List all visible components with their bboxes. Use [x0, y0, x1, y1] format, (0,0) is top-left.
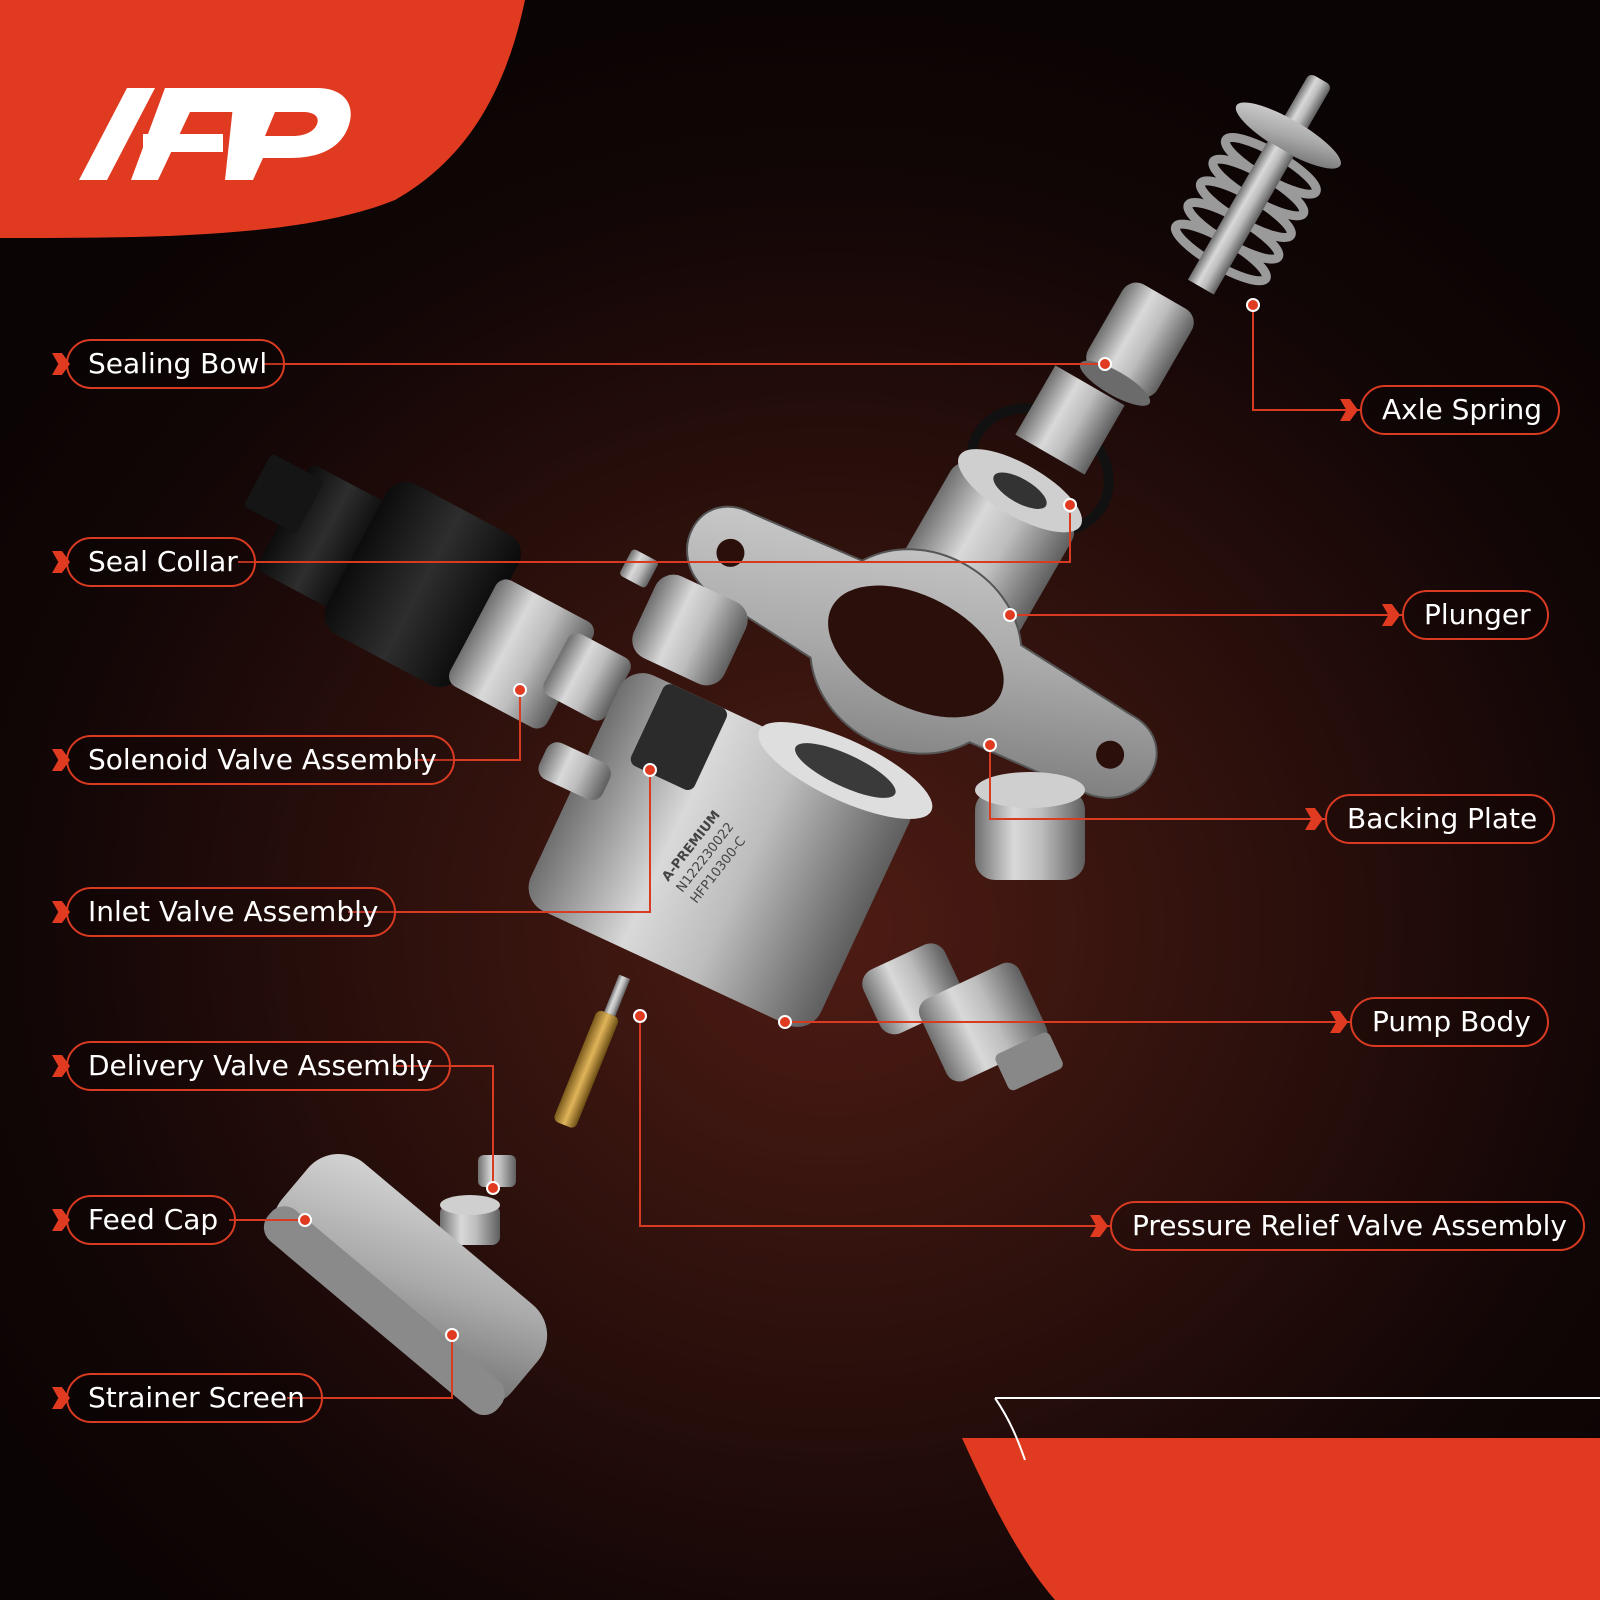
sealing-bowl-part — [1079, 282, 1194, 406]
label-backing-plate: Backing Plate — [1325, 794, 1556, 844]
seal-collar-part — [1015, 365, 1125, 475]
label-feed-cap: Feed Cap — [66, 1195, 237, 1245]
backing-plate-bushing — [975, 772, 1085, 880]
label-solenoid-valve-assembly: Solenoid Valve Assembly — [66, 735, 455, 785]
label-sealing-bowl: Sealing Bowl — [66, 339, 286, 389]
label-pressure-relief-valve-assembly: Pressure Relief Valve Assembly — [1110, 1201, 1585, 1251]
solenoid-connector — [543, 549, 658, 721]
bottom-right-outline — [994, 1397, 1600, 1461]
delivery-valve-part — [554, 974, 631, 1128]
feed-cap-small — [440, 1195, 500, 1245]
leader-lines — [229, 310, 1402, 1399]
label-strainer-screen: Strainer Screen — [66, 1373, 323, 1423]
label-plunger: Plunger — [1402, 590, 1549, 640]
axle-spring-part — [1170, 74, 1341, 295]
strainer-screen-part — [263, 1153, 548, 1416]
bushing-left — [632, 574, 748, 686]
brand-logo-icon — [79, 88, 351, 180]
leader-dots — [298, 298, 1260, 1342]
pressure-relief-valve-part — [862, 943, 1063, 1091]
label-seal-collar: Seal Collar — [66, 537, 256, 587]
label-pump-body: Pump Body — [1350, 997, 1549, 1047]
pump-body-part — [528, 673, 933, 1027]
delivery-valve-cup — [478, 1155, 516, 1187]
label-axle-spring: Axle Spring — [1360, 385, 1560, 435]
bottom-right-accent-shape — [962, 1438, 1600, 1600]
label-delivery-valve-assembly: Delivery Valve Assembly — [66, 1041, 451, 1091]
label-inlet-valve-assembly: Inlet Valve Assembly — [66, 887, 397, 937]
